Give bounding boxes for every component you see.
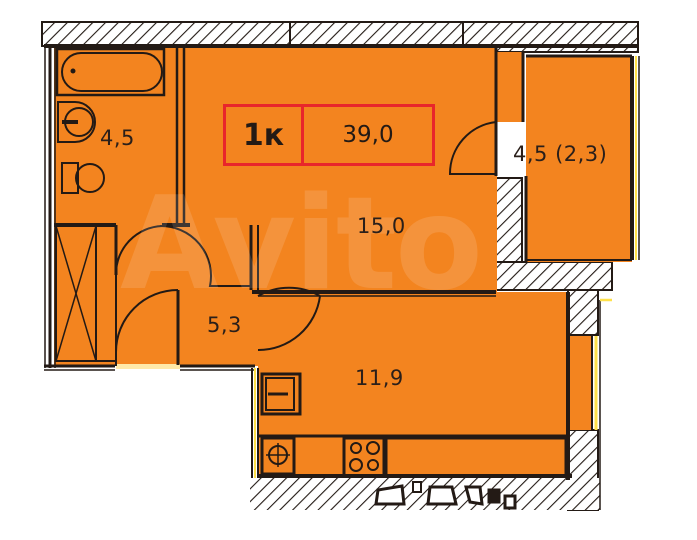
room-fills [54,46,632,476]
kitchen-fixtures [258,372,570,478]
bathroom-area-label: 4,5 [100,126,135,150]
exterior-radiators [374,481,517,510]
living-room-area-label: 15,0 [357,214,406,238]
balcony-area-label: 4,5 (2,3) [513,142,608,166]
hallway-area-label: 5,3 [207,313,242,337]
interior-walls [44,44,640,510]
kitchen-area-label: 11,9 [355,366,404,390]
bathroom-fixtures [55,47,166,362]
apartment-summary-badge: 1к 39,0 [223,104,435,166]
rooms-count-label: 1к [226,107,304,163]
total-area-label: 39,0 [342,122,394,148]
